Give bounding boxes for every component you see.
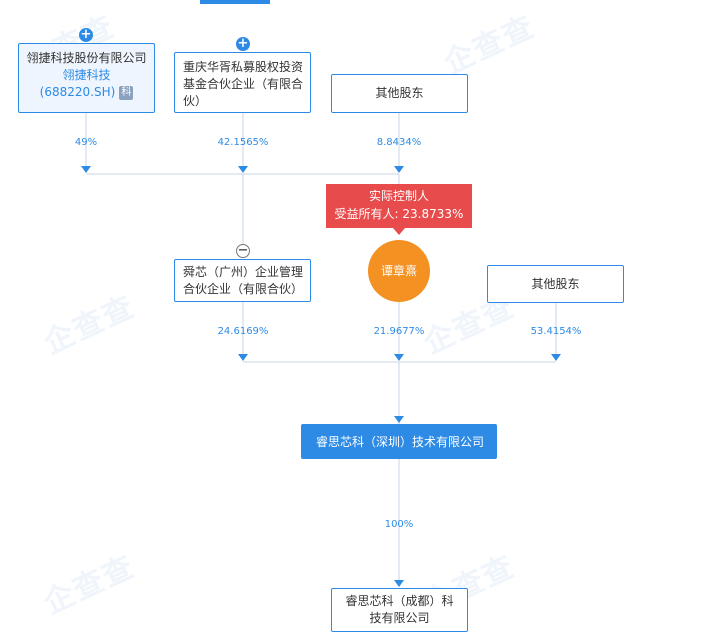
stock-short-name: 翎捷科技 (62, 68, 111, 82)
expand-plus-icon[interactable]: + (236, 36, 250, 51)
actual-controller-label: 实际控制人 受益所有人: 23.8733% (326, 184, 472, 235)
beneficial-owner-ratio: 受益所有人: 23.8733% (334, 207, 464, 221)
shareholder-node-huaxu[interactable]: 重庆华胥私募股权投资基金合伙企业（有限合伙） (174, 52, 311, 113)
collapse-minus-icon[interactable]: − (236, 243, 250, 258)
controller-title: 实际控制人 (368, 189, 429, 203)
subsidiary-node-chengdu[interactable]: 睿思芯科（成都）科技有限公司 (331, 588, 468, 632)
star-market-badge: 科 (119, 86, 134, 100)
share-percentage: 100% (384, 519, 414, 530)
company-name: 睿思芯科（深圳）技术有限公司 (315, 435, 484, 449)
share-percentage: 42.1565% (217, 137, 269, 148)
person-node-tan-zhangxi[interactable]: 谭章熹 (368, 240, 430, 302)
share-percentage: 49% (74, 137, 98, 148)
active-tab-indicator (200, 0, 270, 4)
shareholder-name: 其他股东 (531, 276, 580, 291)
company-name: 睿思芯科（成都）科技有限公司 (345, 594, 454, 625)
share-percentage: 21.9677% (373, 326, 425, 337)
expand-plus-icon[interactable]: + (79, 27, 93, 42)
shareholder-node-lingjie[interactable]: 翎捷科技股份有限公司 翎捷科技 (688220.SH)科 (18, 43, 155, 113)
stock-code: (688220.SH) (39, 85, 116, 99)
shareholder-name: 其他股东 (375, 86, 424, 100)
shareholder-name: 翎捷科技股份有限公司 (26, 51, 147, 65)
target-company-node[interactable]: 睿思芯科（深圳）技术有限公司 (301, 424, 497, 459)
share-percentage: 24.6169% (217, 326, 269, 337)
shareholder-name: 重庆华胥私募股权投资基金合伙企业（有限合伙） (183, 60, 304, 108)
share-percentage: 8.8434% (376, 137, 422, 148)
person-name: 谭章熹 (380, 264, 417, 278)
shareholder-name: 舜芯（广州）企业管理合伙企业（有限合伙） (183, 265, 304, 296)
shareholder-node-others-top[interactable]: 其他股东 (331, 74, 468, 113)
shareholder-node-others-mid[interactable]: 其他股东 (487, 265, 624, 303)
shareholder-node-shunxin[interactable]: 舜芯（广州）企业管理合伙企业（有限合伙） (174, 259, 311, 302)
share-percentage: 53.4154% (530, 326, 582, 337)
